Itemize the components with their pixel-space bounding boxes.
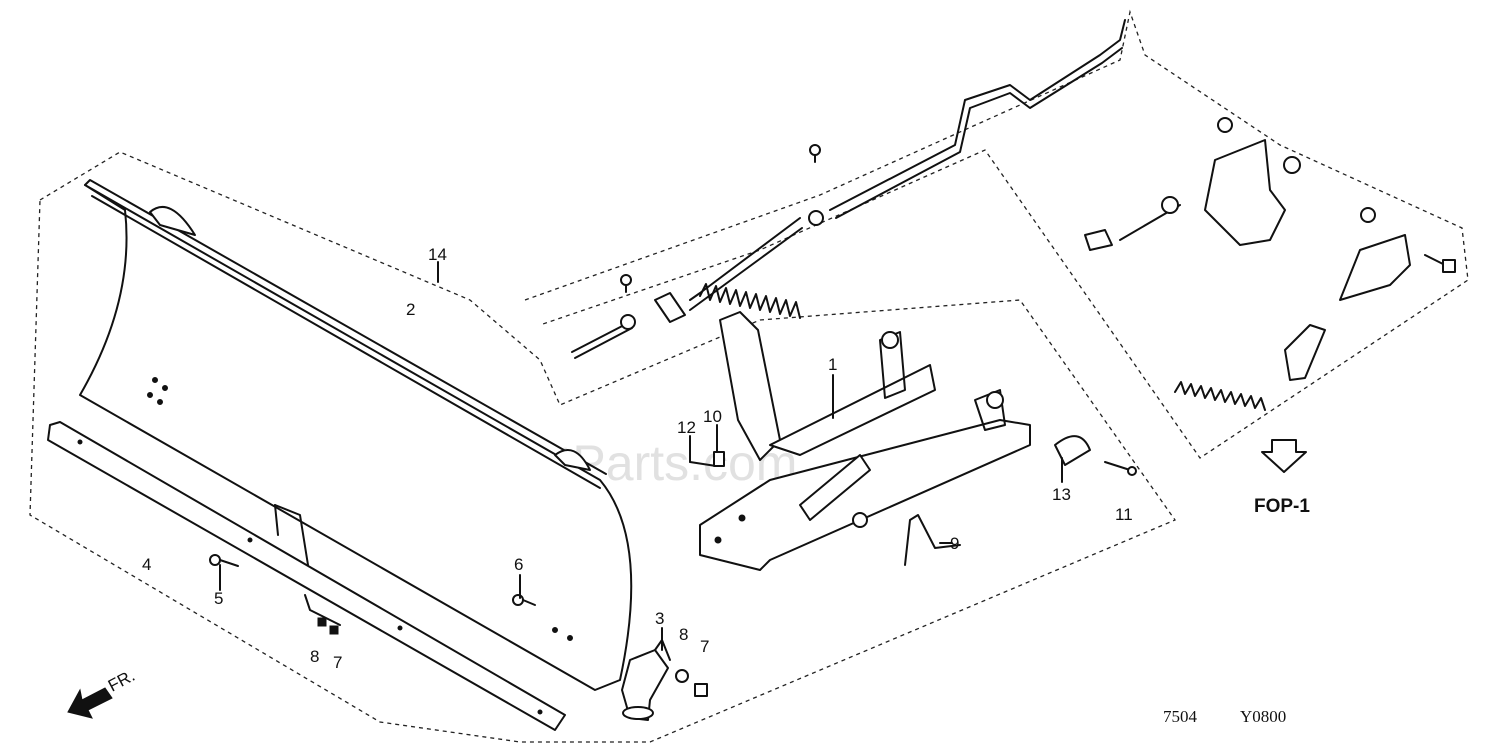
- callouts: 1 2 3 4 5 6 7 7 8 8 9 10 11 12 13 14: [142, 245, 1133, 672]
- callout-12: 12: [677, 418, 696, 437]
- front-direction-arrow: [67, 687, 113, 719]
- callout-11: 11: [1115, 505, 1133, 524]
- mounting-brackets: [1084, 117, 1456, 411]
- footer-code-right: Y0800: [1240, 707, 1286, 726]
- callout-7-pivot: 7: [700, 637, 709, 656]
- cutting-edge: [47, 421, 566, 731]
- callout-2: 2: [406, 300, 415, 319]
- clip-and-pin: [1054, 435, 1137, 476]
- callout-6: 6: [514, 555, 523, 574]
- callout-9: 9: [950, 534, 959, 553]
- reference-arrow: [1261, 439, 1307, 473]
- callout-4: 4: [142, 555, 151, 574]
- plow-blade: [79, 179, 633, 691]
- lift-rod-assembly: [571, 19, 1126, 359]
- callout-13: 13: [1052, 485, 1071, 504]
- callout-8-blade: 8: [310, 647, 319, 666]
- plow-frame: [699, 311, 1031, 571]
- footer-code-left: 7504: [1163, 707, 1198, 726]
- reference-label: FOP-1: [1254, 496, 1310, 517]
- frame-bolts: [689, 451, 725, 467]
- leader-lines: [219, 261, 1063, 651]
- callout-8-pivot: 8: [679, 625, 688, 644]
- blade-bracket: [274, 504, 341, 626]
- callout-10: 10: [703, 407, 722, 426]
- callout-14: 14: [428, 245, 447, 264]
- pin-9: [904, 514, 961, 566]
- pivot-nuts: [675, 669, 708, 697]
- callout-1: 1: [828, 355, 837, 374]
- callout-7-blade: 7: [333, 653, 342, 672]
- direction-label: FR.: [105, 666, 138, 696]
- callout-5: 5: [214, 589, 223, 608]
- pivot-bracket: [621, 639, 671, 721]
- callout-3: 3: [655, 609, 664, 628]
